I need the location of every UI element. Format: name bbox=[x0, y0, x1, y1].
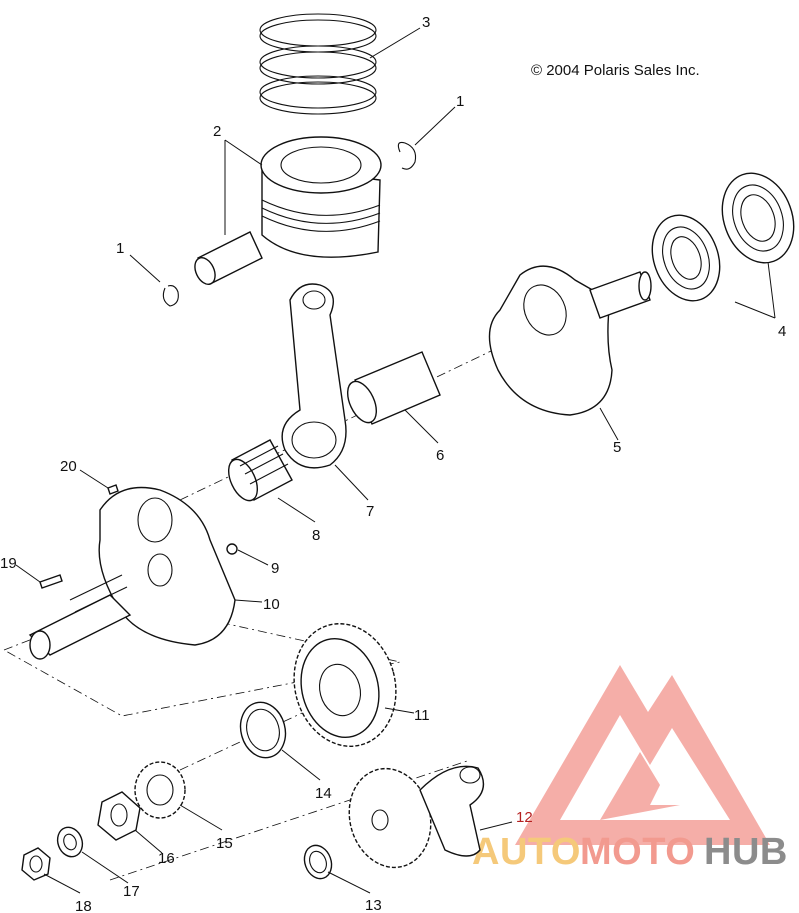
woodruff-key bbox=[39, 574, 63, 589]
callout-15: 15 bbox=[216, 835, 233, 852]
crankshaft-right-half bbox=[488, 265, 652, 416]
callout-9: 9 bbox=[271, 560, 279, 577]
wrist-pin bbox=[194, 231, 263, 285]
leader-8 bbox=[277, 497, 316, 523]
callout-7: 7 bbox=[366, 503, 374, 520]
leader-9 bbox=[237, 549, 269, 566]
connecting-rod bbox=[281, 283, 347, 469]
callout-19: 19 bbox=[0, 555, 17, 572]
leader-4 bbox=[734, 261, 776, 319]
crank-plug bbox=[226, 543, 238, 555]
leader-14 bbox=[281, 749, 321, 781]
balance-shaft-washer bbox=[303, 844, 333, 880]
needle-bearing bbox=[227, 439, 293, 502]
leader-2 bbox=[224, 139, 263, 235]
leader-15 bbox=[179, 804, 223, 831]
callout-11: 11 bbox=[414, 707, 430, 724]
axis-line-balancer bbox=[109, 759, 471, 881]
leader-1a bbox=[414, 106, 456, 146]
callout-12: 12 bbox=[516, 809, 533, 826]
leader-18 bbox=[43, 873, 81, 894]
crankshaft-left-half bbox=[28, 486, 236, 660]
watermark-logo bbox=[515, 665, 770, 845]
callout-14: 14 bbox=[315, 785, 332, 802]
callout-2: 2 bbox=[213, 123, 221, 140]
leader-1b bbox=[129, 254, 161, 283]
leader-19 bbox=[15, 564, 41, 583]
callout-17: 17 bbox=[123, 883, 140, 900]
callout-18: 18 bbox=[75, 898, 92, 913]
piston bbox=[260, 136, 382, 258]
leader-6 bbox=[404, 409, 439, 444]
leader-16 bbox=[134, 829, 163, 854]
small-sprocket bbox=[134, 761, 186, 819]
watermark-text-hub: HUB bbox=[704, 831, 788, 873]
leader-10 bbox=[234, 599, 263, 603]
flange-nut bbox=[97, 791, 141, 841]
callout-13: 13 bbox=[365, 897, 382, 913]
callout-6: 6 bbox=[436, 447, 444, 464]
bearing-outer bbox=[721, 172, 795, 264]
dowel-pin bbox=[107, 484, 119, 495]
leader-12 bbox=[479, 821, 513, 831]
leader-7 bbox=[334, 464, 369, 501]
callout-16: 16 bbox=[158, 850, 175, 867]
watermark-text-auto: AUTO bbox=[472, 831, 581, 873]
leader-13 bbox=[327, 871, 371, 894]
circlip-lower bbox=[162, 285, 179, 307]
hex-nut bbox=[21, 847, 51, 881]
callout-4: 4 bbox=[778, 323, 786, 340]
crank-pin bbox=[346, 351, 441, 425]
callout-8: 8 bbox=[312, 527, 320, 544]
lock-washer bbox=[56, 826, 84, 858]
watermark-text-moto: MOTO bbox=[580, 831, 695, 873]
leader-3 bbox=[369, 27, 421, 59]
balance-shaft bbox=[348, 765, 485, 869]
callout-10: 10 bbox=[263, 596, 280, 613]
bearing-inner bbox=[651, 214, 721, 302]
callout-1a: 1 bbox=[456, 93, 464, 110]
drive-gear bbox=[293, 623, 397, 747]
callout-1b: 1 bbox=[116, 240, 124, 257]
circlip-upper bbox=[397, 141, 417, 170]
leader-5 bbox=[599, 407, 619, 441]
leader-17 bbox=[81, 851, 129, 884]
copyright-notice: © 2004 Polaris Sales Inc. bbox=[531, 62, 700, 79]
leader-11 bbox=[384, 707, 415, 714]
callout-5: 5 bbox=[613, 439, 621, 456]
callout-20: 20 bbox=[60, 458, 77, 475]
thrust-washer bbox=[239, 701, 287, 759]
callout-3: 3 bbox=[422, 14, 430, 31]
leader-20 bbox=[79, 469, 109, 489]
piston-rings bbox=[259, 13, 377, 115]
